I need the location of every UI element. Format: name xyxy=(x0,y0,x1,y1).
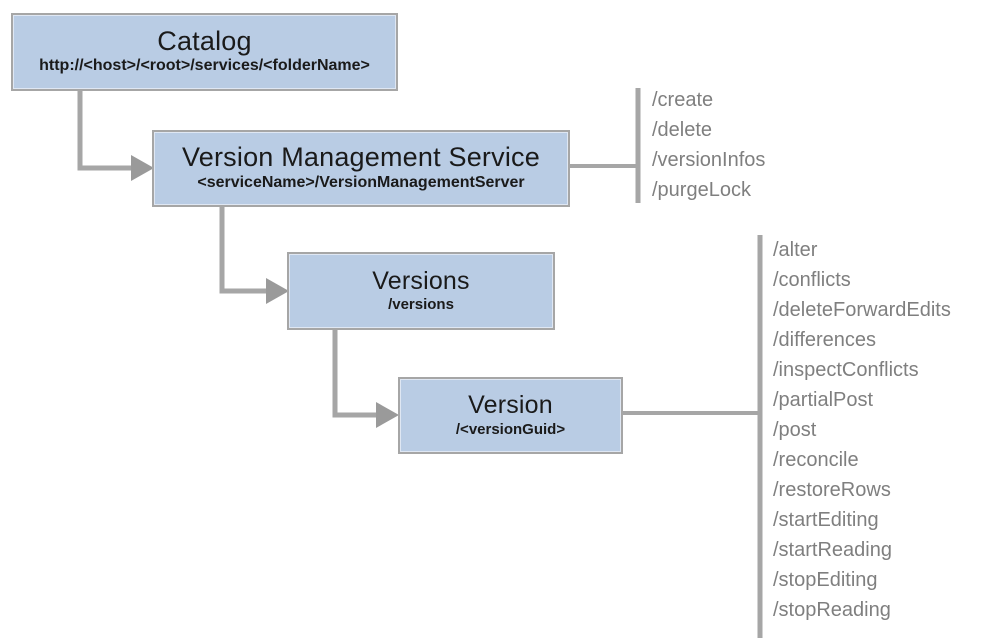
catalog-node: Catalog http://<host>/<root>/services/<f… xyxy=(11,13,398,91)
catalog-url-pattern: http://<host>/<root>/services/<folderNam… xyxy=(39,57,370,75)
connector-catalog-to-vms xyxy=(77,91,133,171)
endpoint-item: /startReading xyxy=(773,538,892,561)
endpoint-item: /versionInfos xyxy=(652,148,766,171)
connector-vms-to-versions xyxy=(219,207,268,294)
arrowhead-catalog-to-vms xyxy=(131,155,154,181)
endpoint-item: /startEditing xyxy=(773,508,879,531)
endpoint-item: /deleteForwardEdits xyxy=(773,298,951,321)
vms-title: Version Management Service xyxy=(182,142,540,173)
version-title: Version xyxy=(468,391,553,419)
catalog-title: Catalog xyxy=(157,25,252,56)
vms-url-pattern: <serviceName>/VersionManagementServer xyxy=(197,173,525,191)
versions-title: Versions xyxy=(372,266,470,295)
endpoint-item: /conflicts xyxy=(773,268,851,291)
arrowhead-vms-to-versions xyxy=(266,278,289,304)
connector-versions-to-version xyxy=(332,330,378,418)
versions-url-pattern: /versions xyxy=(388,296,454,313)
endpoint-item: /stopReading xyxy=(773,598,891,621)
versions-node: Versions /versions xyxy=(287,252,555,330)
endpoint-item: /create xyxy=(652,88,714,111)
version-management-service-node: Version Management Service <serviceName>… xyxy=(152,130,570,207)
version-url-pattern: /<versionGuid> xyxy=(455,420,566,438)
arrowhead-versions-to-version xyxy=(376,402,399,428)
endpoint-item: /delete xyxy=(652,118,713,141)
endpoint-item: /reconcile xyxy=(773,448,859,471)
endpoint-item: /purgeLock xyxy=(652,178,751,201)
endpoint-item: /alter xyxy=(773,238,818,261)
endpoint-item: /post xyxy=(773,418,817,441)
endpoint-item: /restoreRows xyxy=(773,478,891,501)
version-endpoint-list: /alter /conflicts /deleteForwardEdits /d… xyxy=(773,235,951,625)
endpoint-item: /inspectConflicts xyxy=(773,358,919,381)
vms-endpoint-list: /create /delete /versionInfos /purgeLock xyxy=(652,85,765,205)
version-node: Version /<versionGuid> xyxy=(398,377,623,454)
endpoint-item: /partialPost xyxy=(773,388,874,411)
endpoint-item: /differences xyxy=(773,328,877,351)
endpoint-item: /stopEditing xyxy=(773,568,878,591)
